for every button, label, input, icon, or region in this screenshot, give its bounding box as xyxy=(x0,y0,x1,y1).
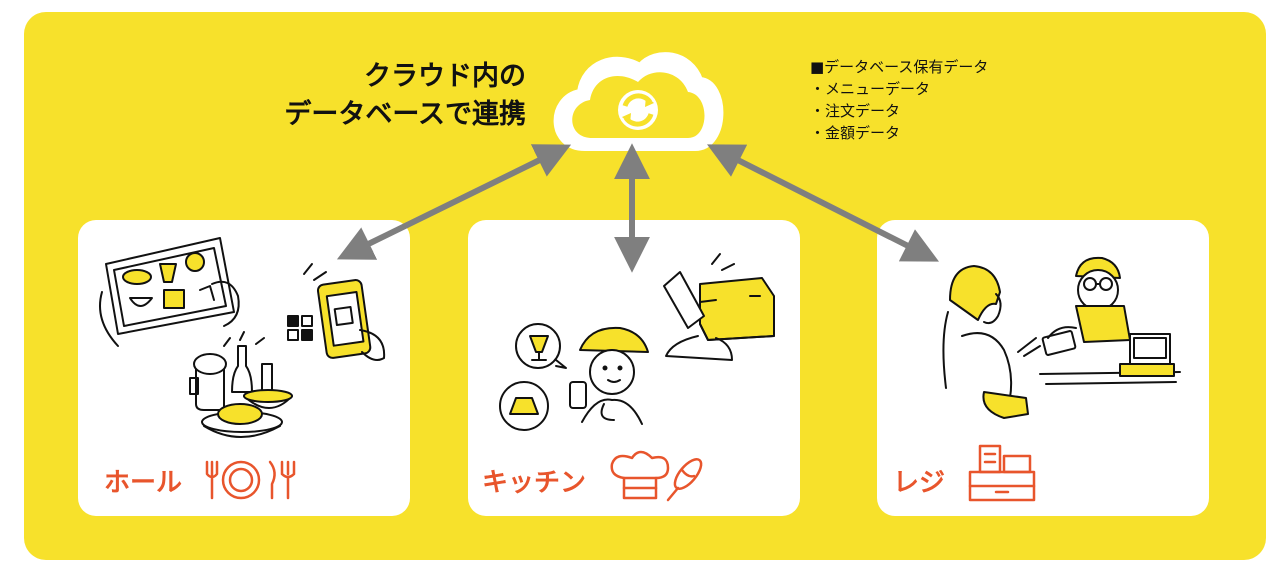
hall-label: ホール xyxy=(104,468,183,498)
database-item-price: ・金額データ xyxy=(810,124,901,142)
kitchen-illustration xyxy=(499,253,775,502)
title-line-2: データベースで連携 xyxy=(284,99,526,130)
cloud-sync-icon xyxy=(553,52,724,151)
kitchen-label: キッチン xyxy=(482,468,587,498)
database-heading: ■データベース保有データ xyxy=(810,58,989,76)
arrow-cloud-register xyxy=(707,144,939,262)
diagram-title: クラウド内の データベースで連携 xyxy=(284,58,526,134)
database-item-order: ・注文データ xyxy=(810,102,901,120)
register-illustration xyxy=(942,256,1181,502)
hall-illustration xyxy=(99,237,386,500)
title-line-1: クラウド内の xyxy=(364,61,526,92)
database-contents: ■データベース保有データ ・メニューデータ ・注文データ ・金額データ xyxy=(810,56,988,144)
database-item-menu: ・メニューデータ xyxy=(810,80,931,98)
arrow-cloud-hall xyxy=(336,144,572,260)
register-label: レジ xyxy=(893,468,946,498)
